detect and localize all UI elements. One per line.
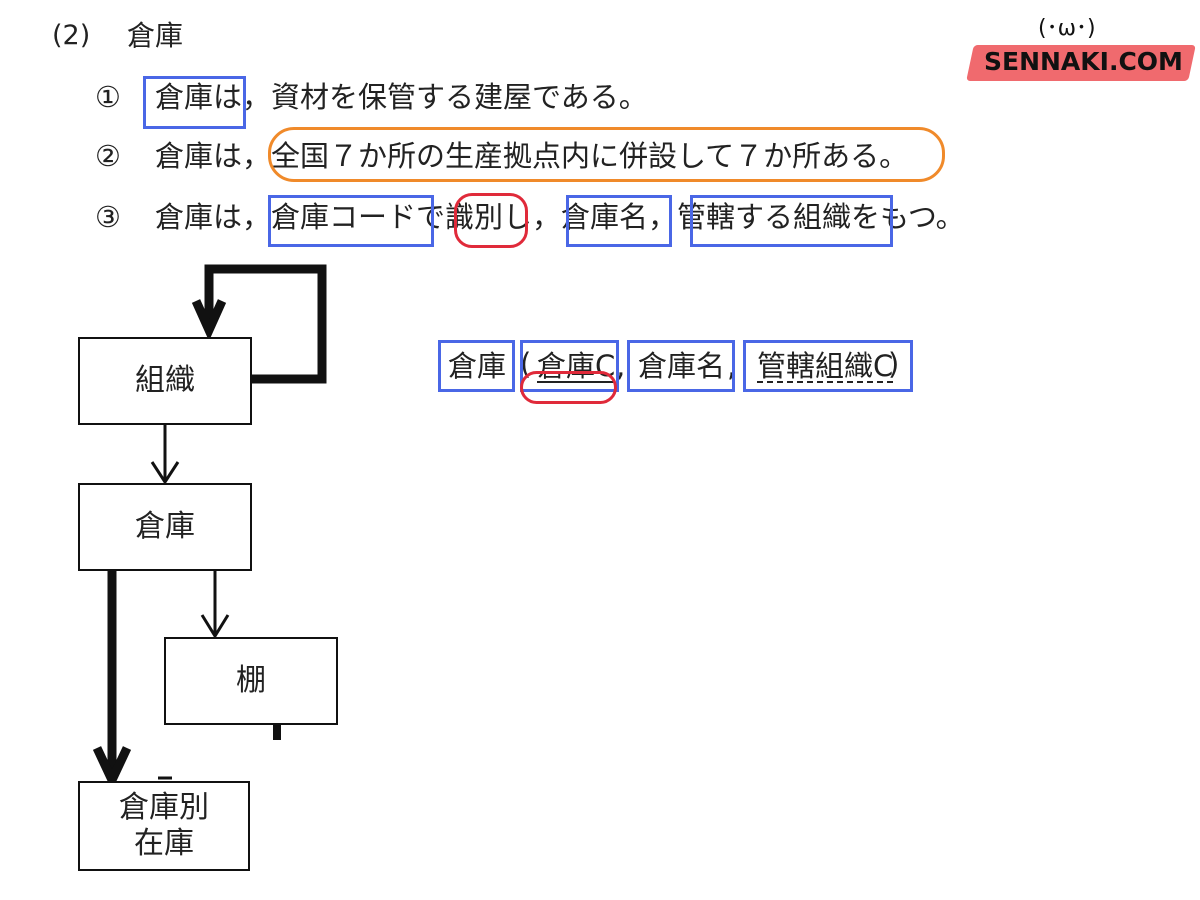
statement-3-marker: ③ — [95, 200, 121, 234]
relation-open-paren: ( — [520, 347, 532, 381]
entity-organization-label: 組織 — [135, 363, 195, 398]
highlight-code — [268, 195, 434, 247]
org-recursive-arrowhead — [191, 299, 227, 342]
highlight-location — [268, 127, 945, 182]
relation-name-box — [438, 340, 515, 392]
warehouse-shelf-arrowhead — [200, 614, 230, 639]
entity-warehouse: 倉庫 — [78, 483, 252, 571]
highlight-name — [566, 195, 672, 247]
relation-key-underline-mark — [520, 371, 617, 404]
statement-3-text: 倉庫は，倉庫コードで識別し，倉庫名，管轄する組織をもつ。 — [155, 200, 965, 234]
site-logo: (･ω･) SENNAKI.COM — [966, 10, 1196, 81]
section-number: (2) — [52, 20, 91, 51]
logo-text: SENNAKI.COM — [984, 47, 1183, 76]
entity-shelf-label: 棚 — [236, 663, 266, 698]
entity-warehouse-label: 倉庫 — [135, 509, 195, 544]
highlight-subject-1 — [143, 76, 246, 129]
relation-fk-box — [743, 340, 913, 392]
relation-sep-1: , — [616, 349, 626, 383]
warehouse-stock-arrowhead — [92, 746, 132, 791]
entity-shelf: 棚 — [164, 637, 338, 725]
relation-sep-2: , — [727, 349, 737, 383]
entity-organization: 組織 — [78, 337, 252, 425]
statement-2-marker: ② — [95, 139, 121, 173]
statement-1-text: 倉庫は，資材を保管する建屋である。 — [155, 80, 648, 114]
relation-close-paren: ) — [888, 347, 900, 381]
entity-warehouse-stock-label: 倉庫別 在庫 — [119, 790, 209, 861]
highlight-org — [690, 195, 893, 247]
relation-attr-fk: 管轄組織C — [757, 349, 894, 383]
highlight-identify — [454, 193, 528, 248]
relation-name-attr-box — [627, 340, 735, 392]
org-recursive-line — [204, 264, 327, 384]
section-title: 倉庫 — [127, 19, 184, 52]
relation-name: 倉庫 — [448, 349, 507, 383]
statement-1-marker: ① — [95, 80, 121, 114]
logo-face: (･ω･) — [1038, 16, 1096, 41]
relation-attr-name: 倉庫名 — [638, 349, 726, 383]
org-warehouse-arrowhead — [150, 461, 180, 485]
entity-warehouse-stock: 倉庫別 在庫 — [78, 781, 250, 871]
relation-key-box — [520, 340, 619, 392]
